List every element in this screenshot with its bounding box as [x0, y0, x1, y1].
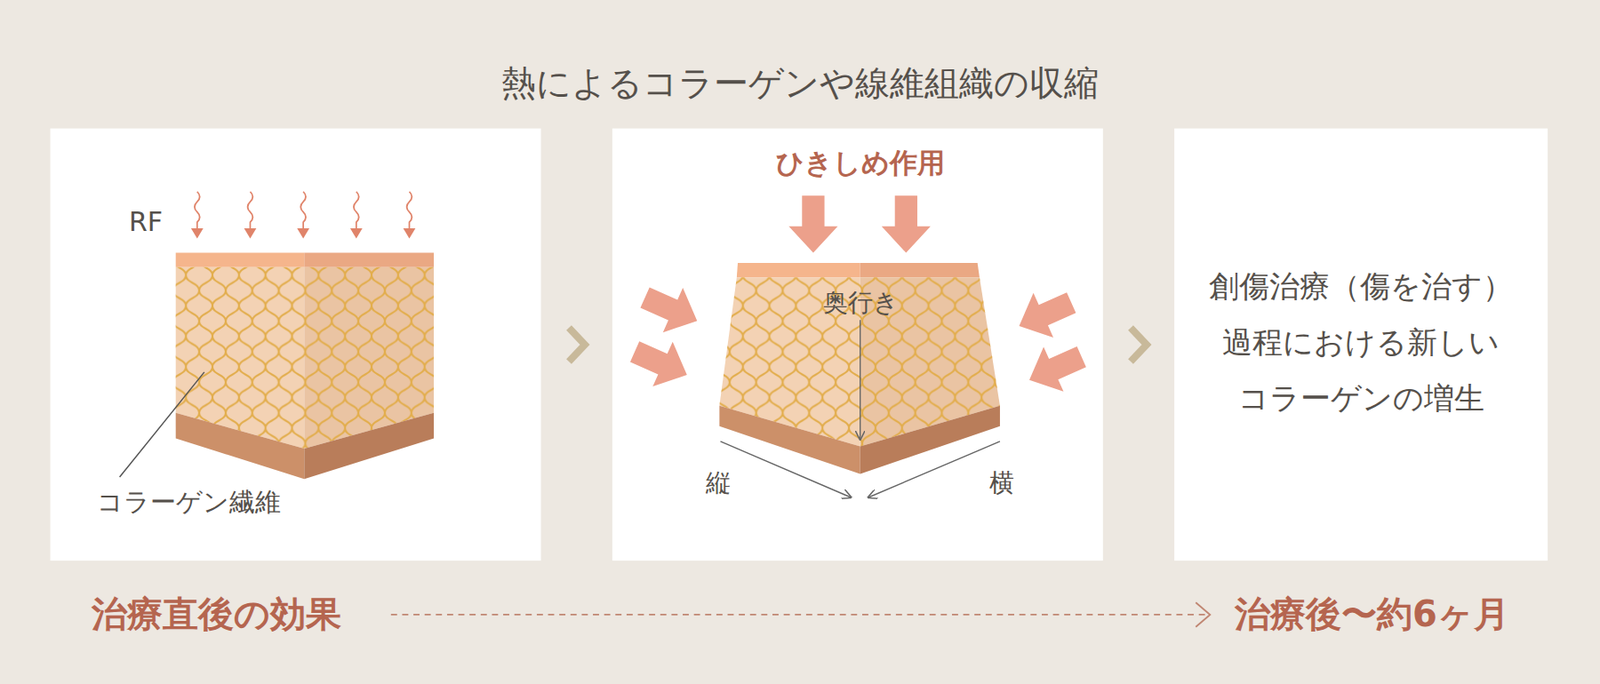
axis-label: 奥行き [823, 288, 899, 319]
timeline-label: 治療後〜約6ヶ月 [1234, 592, 1510, 636]
panel-box: 創傷治療（傷を治す） 過程における新しい コラーゲンの増生 [1174, 128, 1549, 561]
flow-chevron [1130, 328, 1147, 362]
part-label: コラーゲン繊維 [96, 487, 281, 519]
flow-chevron [568, 328, 585, 362]
panel-box: RF コラーゲン繊維 [49, 128, 542, 561]
axis-label: 横 [989, 468, 1015, 499]
arrow-head [1130, 328, 1147, 362]
axis-label: 縦 [705, 468, 731, 499]
timeline-label: 治療直後の効果 [91, 592, 342, 636]
diagram-title: 熱によるコラーゲンや線維組織の収縮 [501, 63, 1099, 105]
arrow-head [568, 328, 585, 362]
process-text: 創傷治療（傷を治す） 過程における新しい コラーゲンの増生 [1178, 258, 1544, 427]
rf-label: RF [128, 206, 163, 239]
effect-heading: ひきしめ作用 [776, 146, 945, 180]
panel-box: ひきしめ作用奥行き縦 横 [612, 128, 1104, 561]
